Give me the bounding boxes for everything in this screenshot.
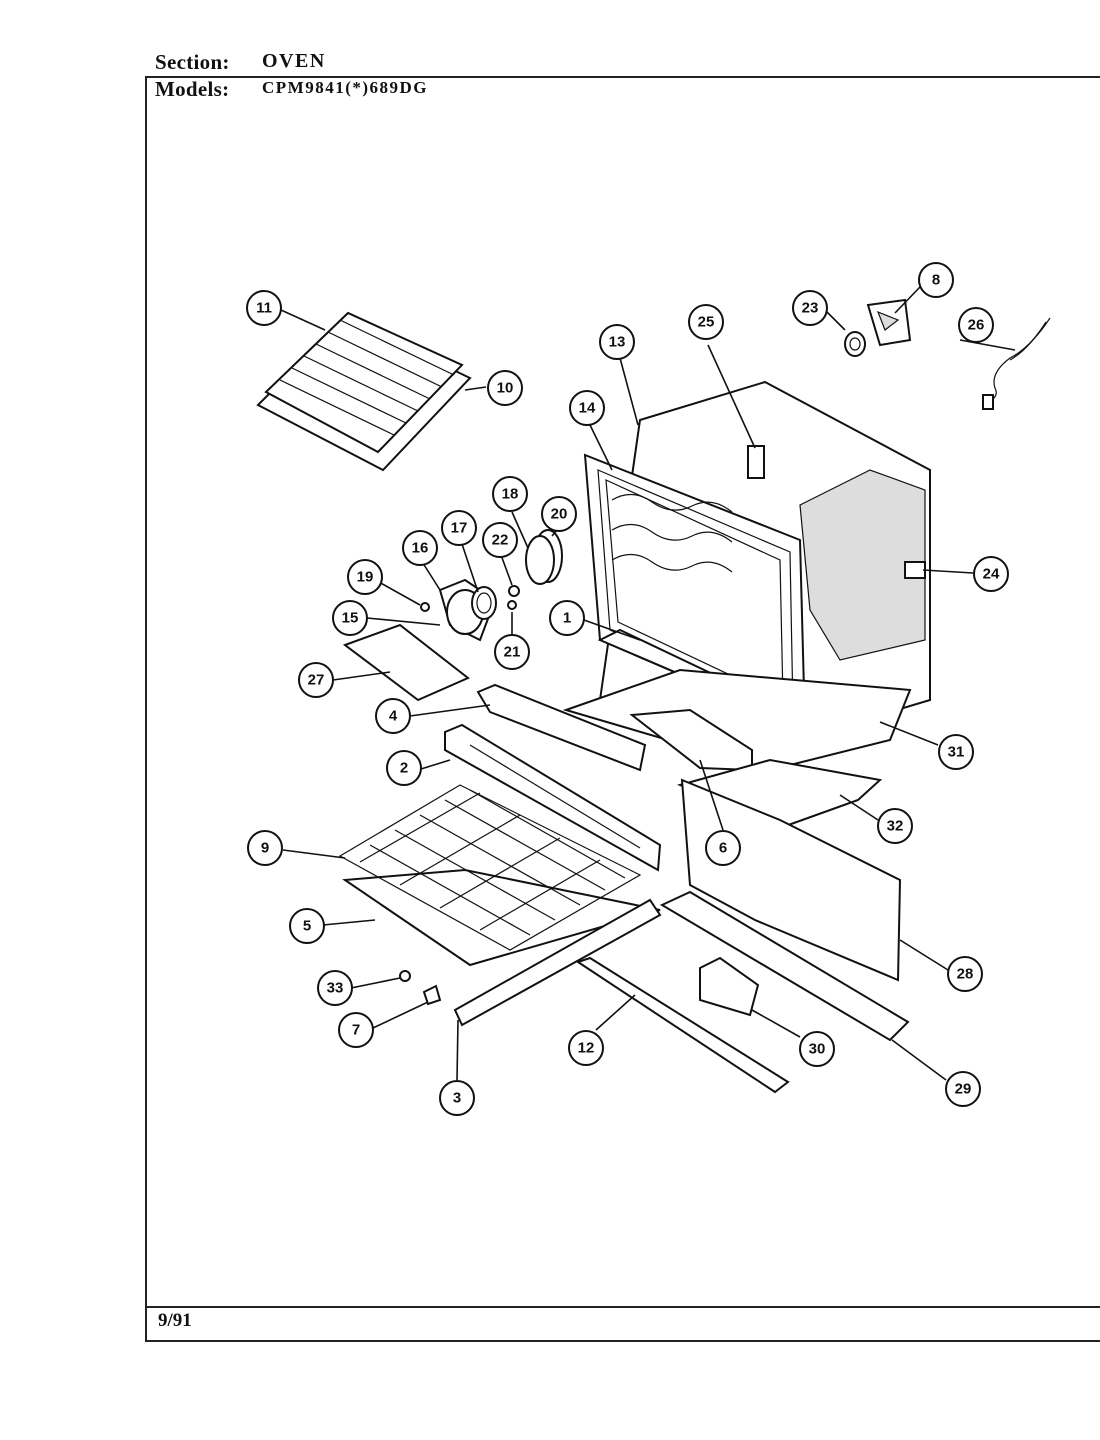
svg-text:23: 23 bbox=[802, 300, 819, 317]
section-label: Section: bbox=[155, 50, 230, 74]
callout-20: 20 bbox=[541, 496, 577, 532]
bracket-part bbox=[866, 298, 912, 347]
knob-part bbox=[844, 331, 866, 357]
cover-plate-part bbox=[342, 623, 470, 702]
wire-harness-part bbox=[982, 317, 1051, 410]
callout-15: 15 bbox=[332, 600, 368, 636]
svg-text:12: 12 bbox=[578, 1040, 595, 1057]
callout-19: 19 bbox=[347, 559, 383, 595]
svg-text:4: 4 bbox=[389, 708, 398, 725]
svg-text:2: 2 bbox=[400, 760, 408, 777]
support-bar-part bbox=[575, 956, 790, 1094]
svg-text:8: 8 bbox=[932, 272, 940, 289]
section-value: OVEN bbox=[262, 50, 326, 72]
clip-part bbox=[422, 984, 442, 1006]
svg-text:19: 19 bbox=[357, 569, 374, 586]
callout-32: 32 bbox=[877, 808, 913, 844]
front-frame-part bbox=[453, 898, 662, 1027]
callout-28: 28 bbox=[947, 956, 983, 992]
callout-30: 30 bbox=[799, 1031, 835, 1067]
svg-text:22: 22 bbox=[492, 532, 509, 549]
callout-26: 26 bbox=[958, 307, 994, 343]
svg-text:9: 9 bbox=[261, 840, 269, 857]
callout-14: 14 bbox=[569, 390, 605, 426]
svg-text:18: 18 bbox=[502, 486, 519, 503]
callout-16: 16 bbox=[402, 530, 438, 566]
svg-text:1: 1 bbox=[563, 610, 571, 627]
block-part bbox=[699, 956, 760, 1017]
svg-text:28: 28 bbox=[957, 966, 974, 983]
svg-text:17: 17 bbox=[451, 520, 468, 537]
callout-3: 3 bbox=[439, 1080, 475, 1116]
svg-text:13: 13 bbox=[609, 334, 626, 351]
svg-text:26: 26 bbox=[968, 317, 985, 334]
svg-text:31: 31 bbox=[948, 744, 965, 761]
side-rail-part bbox=[659, 890, 910, 1042]
models-value: CPM9841(*)689DG bbox=[262, 78, 429, 97]
svg-text:3: 3 bbox=[453, 1090, 461, 1107]
svg-text:25: 25 bbox=[698, 314, 715, 331]
callout-11: 11 bbox=[246, 290, 282, 326]
oven-cavity-part bbox=[583, 380, 931, 732]
svg-text:32: 32 bbox=[887, 818, 904, 835]
callout-5: 5 bbox=[289, 908, 325, 944]
callout-4: 4 bbox=[375, 698, 411, 734]
svg-text:16: 16 bbox=[412, 540, 429, 557]
svg-text:33: 33 bbox=[327, 980, 344, 997]
back-panel-part bbox=[680, 778, 902, 982]
callout-23: 23 bbox=[792, 290, 828, 326]
callout-7: 7 bbox=[338, 1012, 374, 1048]
screw-part bbox=[399, 970, 411, 982]
svg-text:7: 7 bbox=[352, 1022, 360, 1039]
oven-rack-part bbox=[338, 784, 661, 967]
callout-6: 6 bbox=[705, 830, 741, 866]
support-plate-part bbox=[629, 708, 753, 772]
svg-text:10: 10 bbox=[497, 380, 514, 397]
callout-29: 29 bbox=[945, 1071, 981, 1107]
svg-text:21: 21 bbox=[504, 644, 521, 661]
callout-24: 24 bbox=[973, 556, 1009, 592]
models-label: Models: bbox=[155, 77, 230, 101]
svg-text:29: 29 bbox=[955, 1081, 972, 1098]
callout-10: 10 bbox=[487, 370, 523, 406]
svg-text:15: 15 bbox=[342, 610, 359, 627]
svg-text:6: 6 bbox=[719, 840, 727, 857]
footer-divider bbox=[145, 1306, 1100, 1308]
page-frame bbox=[145, 76, 1100, 1342]
callout-17: 17 bbox=[441, 510, 477, 546]
callout-1: 1 bbox=[549, 600, 585, 636]
svg-text:27: 27 bbox=[308, 672, 325, 689]
svg-text:20: 20 bbox=[551, 506, 568, 523]
callout-22: 22 bbox=[482, 522, 518, 558]
callout-25: 25 bbox=[688, 304, 724, 340]
front-rail-part bbox=[476, 683, 647, 772]
callout-2: 2 bbox=[386, 750, 422, 786]
callout-9: 9 bbox=[247, 830, 283, 866]
light-assembly-part bbox=[420, 529, 563, 642]
svg-text:24: 24 bbox=[983, 566, 1000, 583]
callout-21: 21 bbox=[494, 634, 530, 670]
broiler-grid-part bbox=[256, 311, 472, 472]
vent-panel-part bbox=[444, 723, 662, 872]
callout-33: 33 bbox=[317, 970, 353, 1006]
callout-18: 18 bbox=[492, 476, 528, 512]
svg-text:5: 5 bbox=[303, 918, 311, 935]
svg-text:30: 30 bbox=[809, 1041, 826, 1058]
callout-31: 31 bbox=[938, 734, 974, 770]
callout-13: 13 bbox=[599, 324, 635, 360]
callout-8: 8 bbox=[918, 262, 954, 298]
callout-27: 27 bbox=[298, 662, 334, 698]
svg-text:14: 14 bbox=[579, 400, 596, 417]
svg-text:11: 11 bbox=[256, 300, 272, 317]
revision-date: 9/91 bbox=[158, 1310, 192, 1331]
callout-12: 12 bbox=[568, 1030, 604, 1066]
